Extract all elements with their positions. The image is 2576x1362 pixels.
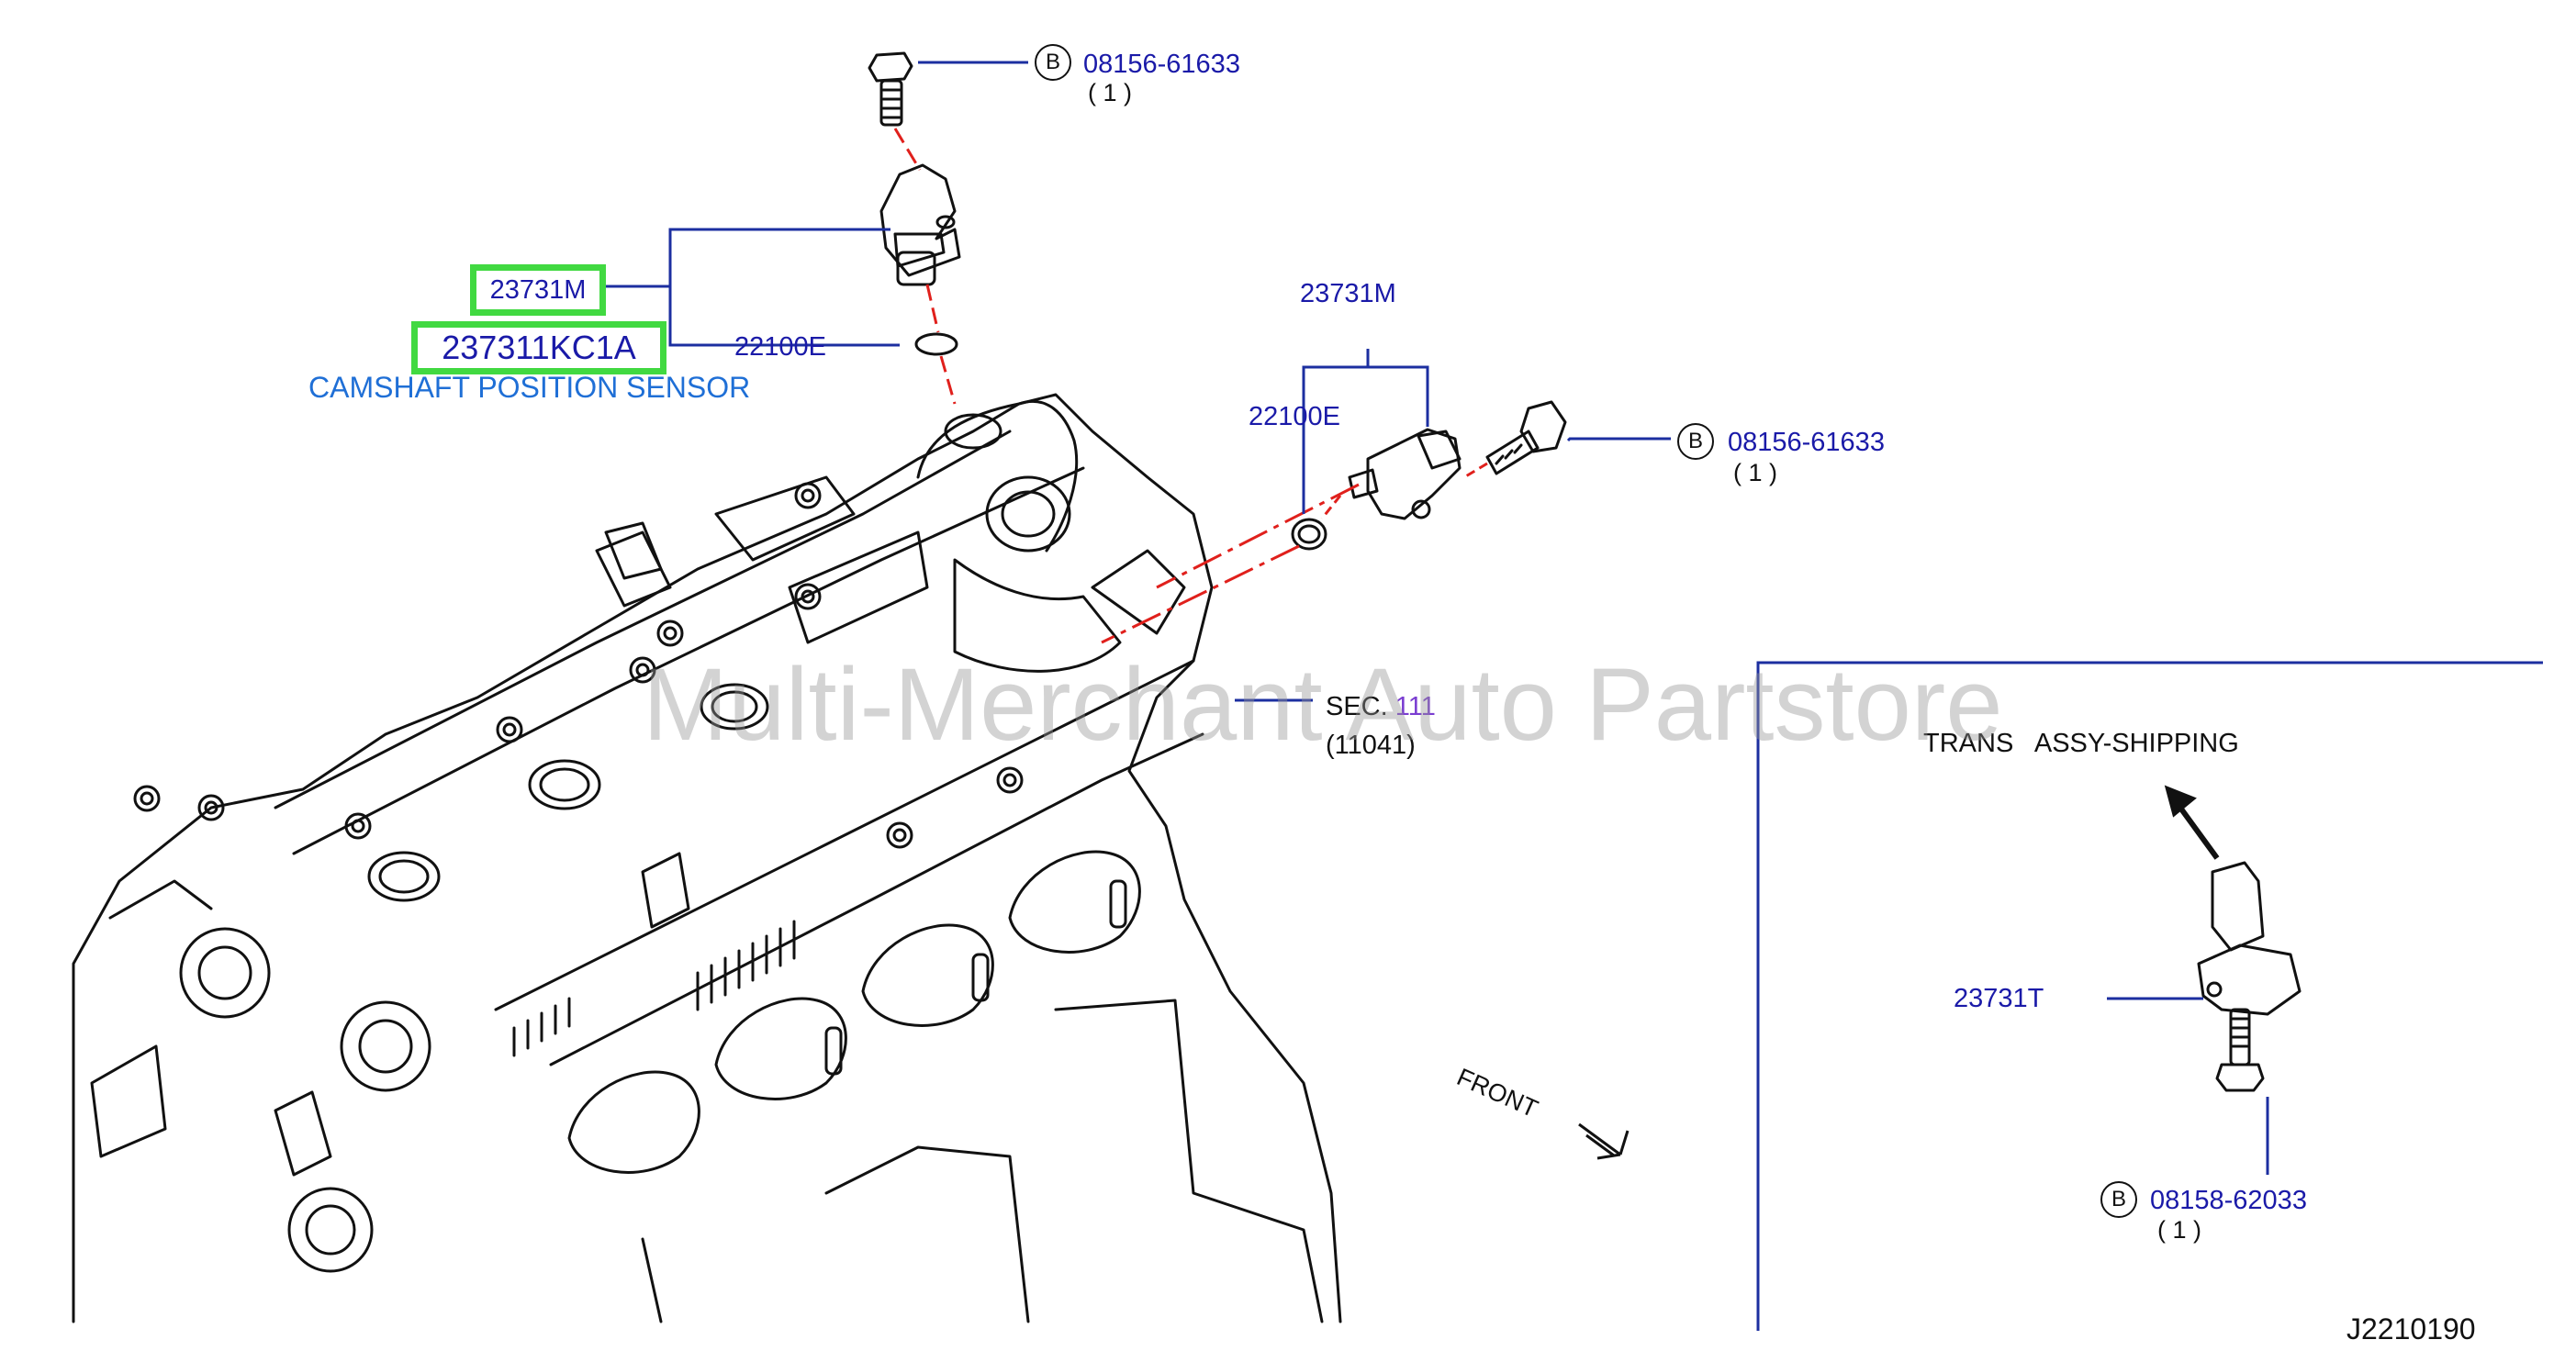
trans-sensor-drawing bbox=[2197, 861, 2302, 1016]
highlight-part-23731m[interactable]: 23731M bbox=[470, 264, 606, 316]
top-sensor-drawing bbox=[879, 163, 961, 286]
part-number-23731m: 23731M bbox=[489, 274, 587, 305]
right-bolt-drawing bbox=[1485, 400, 1567, 475]
diagram-id: J2210190 bbox=[2346, 1312, 2476, 1345]
part-number-top-bolt[interactable]: 08156-61633 bbox=[1083, 50, 1240, 79]
camshaft-position-sensor-caption: CAMSHAFT POSITION SENSOR bbox=[308, 371, 751, 404]
part-number-trans-bolt[interactable]: 08158-62033 bbox=[2150, 1186, 2307, 1215]
axis-lines bbox=[893, 128, 1488, 644]
section-reference[interactable]: SEC. 111 bbox=[1326, 694, 1436, 720]
section-number-link[interactable]: 111 bbox=[1394, 692, 1436, 721]
cylinder-head-drawing bbox=[72, 393, 1342, 1323]
part-number-237311kc1a: 237311KC1A bbox=[442, 329, 636, 366]
trans-assy-title: TRANS ASSY-SHIPPING bbox=[1923, 729, 2239, 758]
b-mark-trans: B bbox=[2100, 1181, 2137, 1218]
front-arrow-icon bbox=[1578, 1122, 1630, 1160]
highlight-part-237311kc1a[interactable]: 237311KC1A bbox=[411, 321, 666, 374]
quantity-trans-bolt: ( 1 ) bbox=[2157, 1216, 2202, 1244]
inset-frame bbox=[1756, 661, 2543, 1331]
trans-arrow bbox=[2164, 785, 2220, 860]
leader-lines bbox=[601, 61, 2269, 1175]
top-oring-drawing bbox=[914, 332, 958, 356]
quantity-top-bolt: ( 1 ) bbox=[1088, 79, 1133, 106]
part-number-oring-left[interactable]: 22100E bbox=[734, 332, 826, 362]
part-number-oring-right[interactable]: 22100E bbox=[1249, 402, 1340, 431]
top-bolt-drawing bbox=[868, 51, 913, 127]
b-mark-top: B bbox=[1035, 44, 1071, 81]
trans-bolt-drawing bbox=[2215, 1008, 2265, 1092]
b-mark-right: B bbox=[1677, 423, 1714, 460]
right-sensor-drawing bbox=[1348, 428, 1462, 520]
part-number-right-bolt[interactable]: 08156-61633 bbox=[1728, 428, 1885, 457]
part-number-trans-sensor[interactable]: 23731T bbox=[1954, 984, 2044, 1013]
quantity-right-bolt: ( 1 ) bbox=[1733, 459, 1778, 486]
right-oring-drawing bbox=[1291, 518, 1327, 551]
section-prefix: SEC. bbox=[1326, 692, 1388, 721]
part-number-sensor-right[interactable]: 23731M bbox=[1300, 279, 1396, 308]
section-reference-code: (11041) bbox=[1326, 731, 1416, 760]
